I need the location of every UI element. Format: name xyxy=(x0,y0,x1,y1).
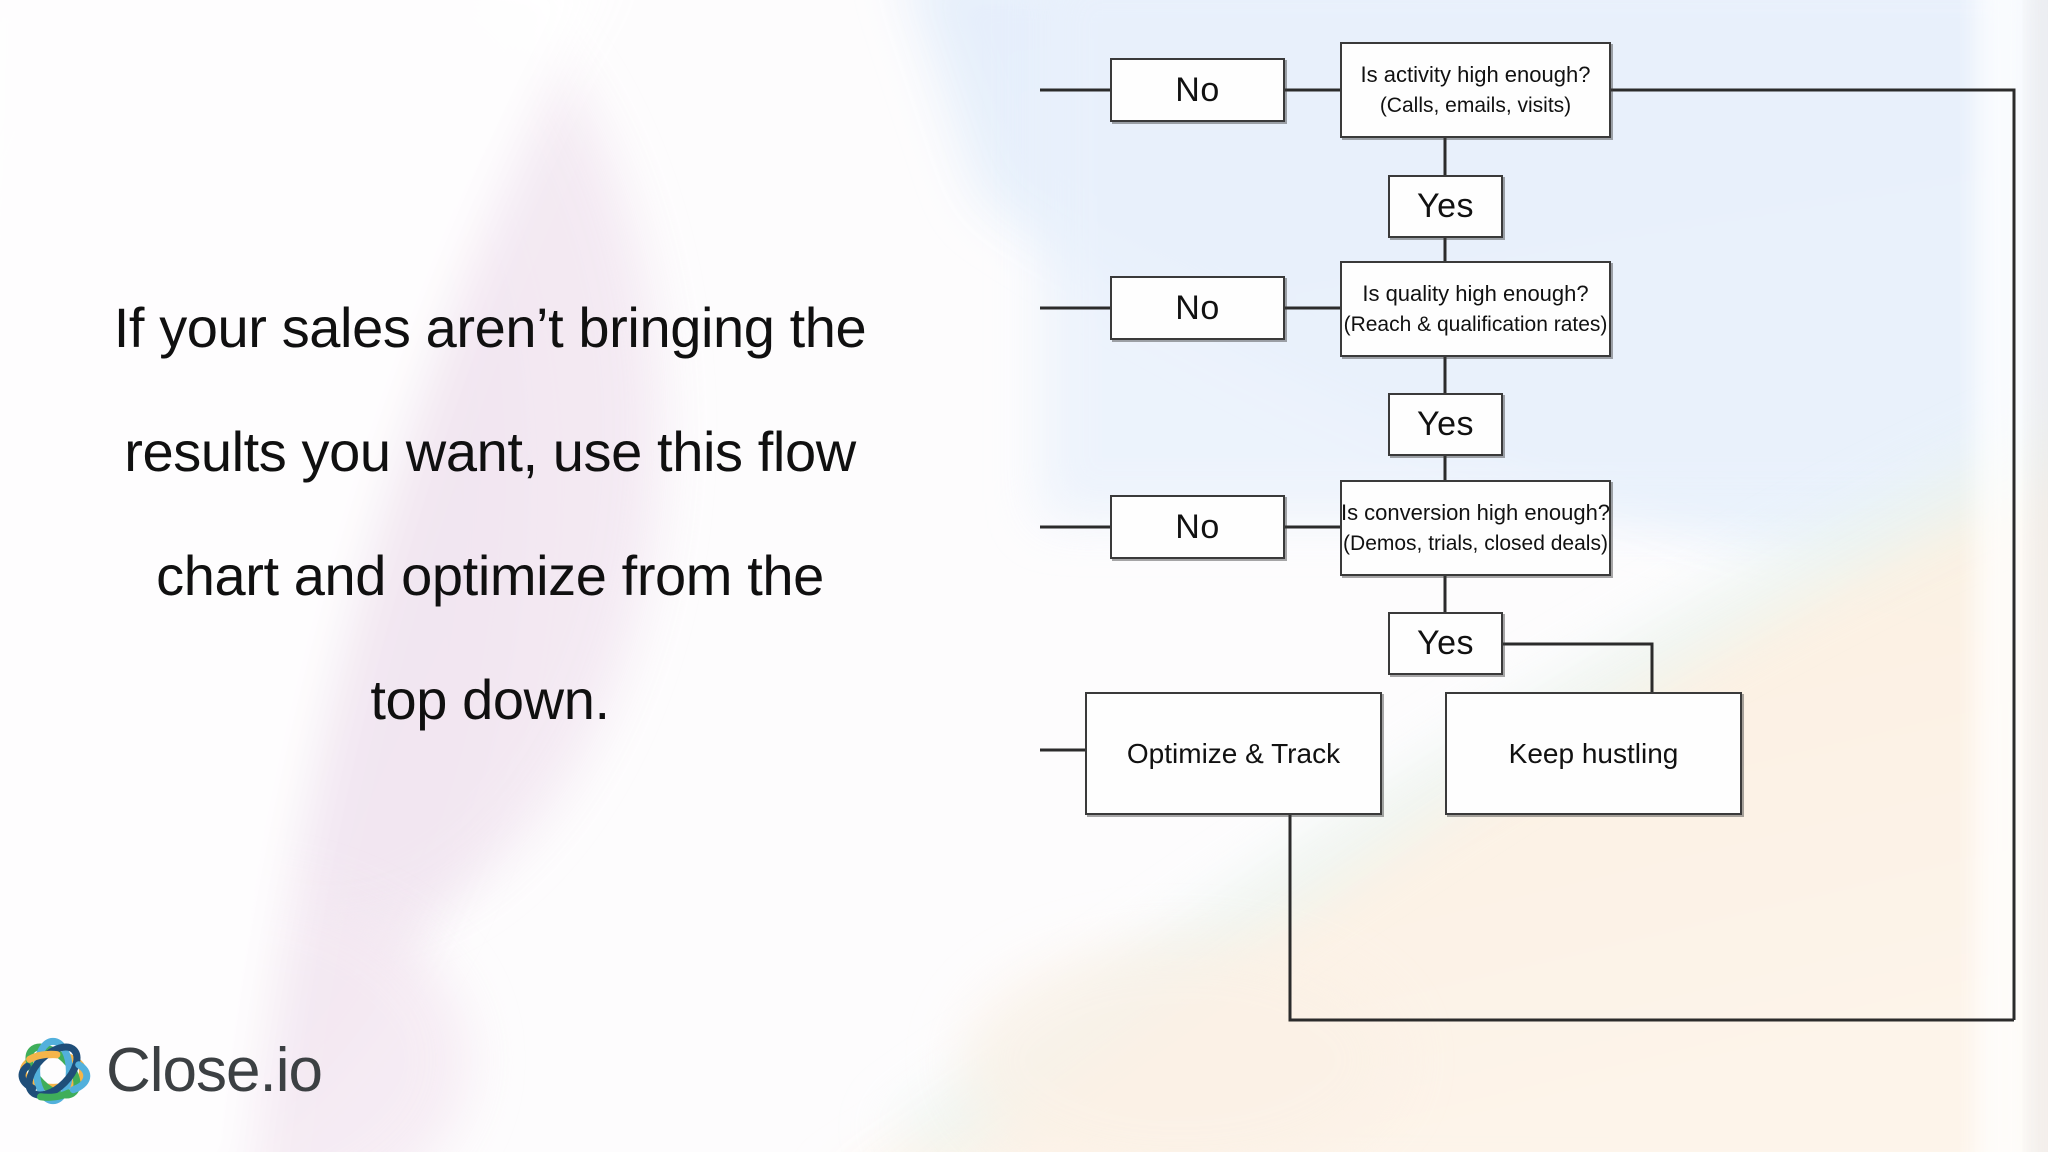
branch-yes-activity-label: Yes xyxy=(1417,187,1474,225)
branch-yes-conversion-label: Yes xyxy=(1417,624,1474,662)
branch-node-no-activity[interactable]: No xyxy=(1110,58,1285,122)
flow-connectors xyxy=(1040,88,2016,1022)
outcome-node-optimize-track[interactable]: Optimize & Track xyxy=(1085,692,1382,815)
headline-line-3: chart and optimize from the xyxy=(156,544,824,607)
branch-node-no-quality[interactable]: No xyxy=(1110,276,1285,340)
brand-wordmark: Close.io xyxy=(106,1036,323,1105)
outcome-node-keep-hustling[interactable]: Keep hustling xyxy=(1445,692,1742,815)
decision-node-quality[interactable]: Is quality high enough? (Reach & qualifi… xyxy=(1340,261,1611,357)
decision-quality-line2: (Reach & qualification rates) xyxy=(1343,312,1608,336)
decision-conversion-line2: (Demos, trials, closed deals) xyxy=(1343,531,1608,555)
decision-node-conversion[interactable]: Is conversion high enough? (Demos, trial… xyxy=(1340,480,1611,576)
outcome-optimize-label: Optimize & Track xyxy=(1126,737,1341,769)
decision-quality-line1: Is quality high enough? xyxy=(1362,280,1589,306)
decision-activity-line2: (Calls, emails, visits) xyxy=(1379,93,1572,117)
outcome-hustling-label: Keep hustling xyxy=(1508,737,1679,769)
decision-conversion-line1: Is conversion high enough? xyxy=(1340,499,1611,525)
flow-chart: Is activity high enough? (Calls, emails,… xyxy=(1040,20,2040,1130)
branch-no-quality-label: No xyxy=(1175,288,1220,327)
branch-node-yes-quality[interactable]: Yes xyxy=(1388,393,1503,456)
branch-no-activity-label: No xyxy=(1175,70,1220,109)
headline-block: If your sales aren’t bringing the result… xyxy=(40,300,940,728)
branch-node-yes-activity[interactable]: Yes xyxy=(1388,175,1503,238)
brand-logo: Close.io xyxy=(14,1032,323,1110)
decision-node-activity[interactable]: Is activity high enough? (Calls, emails,… xyxy=(1340,42,1611,138)
branch-no-conversion-label: No xyxy=(1175,507,1220,546)
headline-line-2: results you want, use this flow xyxy=(124,420,856,483)
branch-node-yes-conversion[interactable]: Yes xyxy=(1388,612,1503,675)
close-io-rosette-icon xyxy=(18,1037,91,1105)
decision-activity-line1: Is activity high enough? xyxy=(1360,61,1591,87)
branch-node-no-conversion[interactable]: No xyxy=(1110,495,1285,559)
headline-line-1: If your sales aren’t bringing the xyxy=(113,296,867,359)
branch-yes-quality-label: Yes xyxy=(1417,405,1474,443)
headline-line-4: top down. xyxy=(370,668,610,731)
